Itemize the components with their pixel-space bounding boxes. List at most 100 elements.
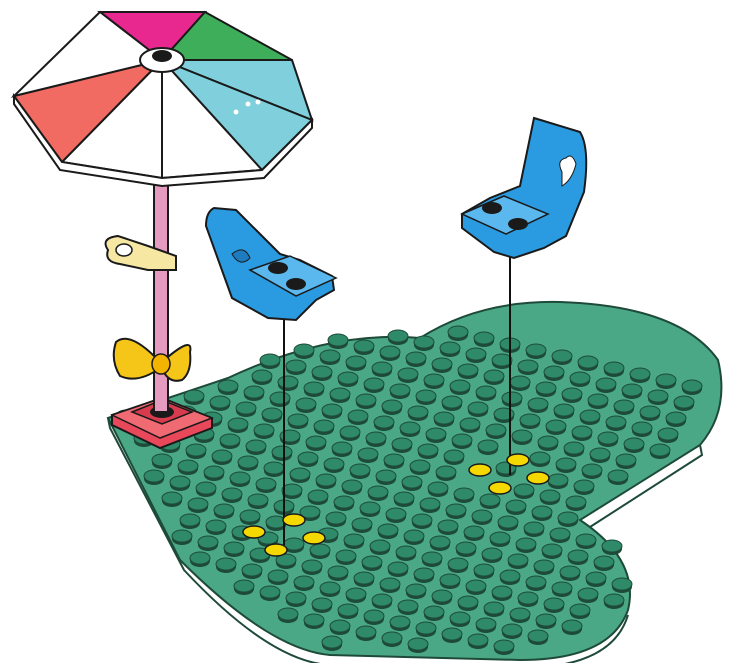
target-stud	[243, 526, 265, 538]
stud	[528, 398, 548, 410]
stud	[486, 424, 506, 436]
target-stud	[507, 454, 529, 466]
stud	[254, 424, 274, 436]
stud	[398, 600, 418, 612]
stud	[556, 458, 576, 470]
stud	[578, 588, 598, 600]
target-stud	[489, 482, 511, 494]
stud	[180, 514, 200, 526]
stud	[532, 506, 552, 518]
stud	[574, 480, 594, 492]
stud	[298, 452, 318, 464]
stud	[466, 348, 486, 360]
stud	[216, 558, 236, 570]
stud	[172, 530, 192, 542]
stud	[278, 376, 298, 388]
stud	[586, 572, 606, 584]
stud	[408, 638, 428, 650]
stud	[312, 598, 332, 610]
stud	[622, 384, 642, 396]
stud	[650, 444, 670, 456]
stud	[332, 442, 352, 454]
stud	[422, 552, 442, 564]
target-stud	[265, 544, 287, 556]
stud	[480, 494, 500, 506]
stud	[310, 544, 330, 556]
stud	[534, 560, 554, 572]
stud	[444, 450, 464, 462]
stud	[288, 414, 308, 426]
stud	[392, 438, 412, 450]
stud	[204, 466, 224, 478]
stud	[500, 570, 520, 582]
stud	[552, 582, 572, 594]
stud	[440, 574, 460, 586]
stud	[544, 598, 564, 610]
stud	[594, 556, 614, 568]
stud	[396, 546, 416, 558]
stud	[170, 476, 190, 488]
stud	[188, 498, 208, 510]
stud	[364, 378, 384, 390]
stud	[348, 410, 368, 422]
stud	[388, 330, 408, 342]
stud	[184, 390, 204, 402]
stud	[476, 618, 496, 630]
stud	[460, 418, 480, 430]
stud	[546, 420, 566, 432]
stud	[296, 398, 316, 410]
stud	[408, 406, 428, 418]
stud	[648, 390, 668, 402]
stud	[424, 374, 444, 386]
stud	[658, 428, 678, 440]
stud	[484, 370, 504, 382]
stud	[562, 388, 582, 400]
stud	[368, 486, 388, 498]
stud	[432, 358, 452, 370]
stud	[324, 458, 344, 470]
stud	[436, 466, 456, 478]
target-stud	[469, 464, 491, 476]
stud	[398, 368, 418, 380]
stud	[178, 460, 198, 472]
target-stud	[283, 514, 305, 526]
stud	[510, 608, 530, 620]
stud	[308, 490, 328, 502]
stud	[304, 382, 324, 394]
stud	[428, 482, 448, 494]
stud	[372, 362, 392, 374]
stud	[346, 588, 366, 600]
stud	[418, 444, 438, 456]
stud	[346, 356, 366, 368]
stud	[302, 560, 322, 572]
chair-left	[206, 208, 336, 320]
stud	[242, 564, 262, 576]
stud	[218, 380, 238, 392]
stud	[562, 620, 582, 632]
stud	[560, 566, 580, 578]
stud	[316, 474, 336, 486]
stud	[578, 356, 598, 368]
stud	[330, 388, 350, 400]
stud	[442, 396, 462, 408]
stud	[190, 552, 210, 564]
stud	[326, 512, 346, 524]
stud	[144, 470, 164, 482]
stud	[424, 606, 444, 618]
stud	[240, 510, 260, 522]
stud	[518, 592, 538, 604]
stud	[328, 334, 348, 346]
stud	[206, 520, 226, 532]
stud	[478, 440, 498, 452]
stud	[220, 434, 240, 446]
stud	[468, 402, 488, 414]
stud	[334, 496, 354, 508]
stud	[506, 500, 526, 512]
stud	[682, 380, 702, 392]
stud	[456, 542, 476, 554]
stud	[152, 454, 172, 466]
stud	[640, 406, 660, 418]
stud	[442, 628, 462, 640]
stud	[394, 492, 414, 504]
stud	[502, 392, 522, 404]
